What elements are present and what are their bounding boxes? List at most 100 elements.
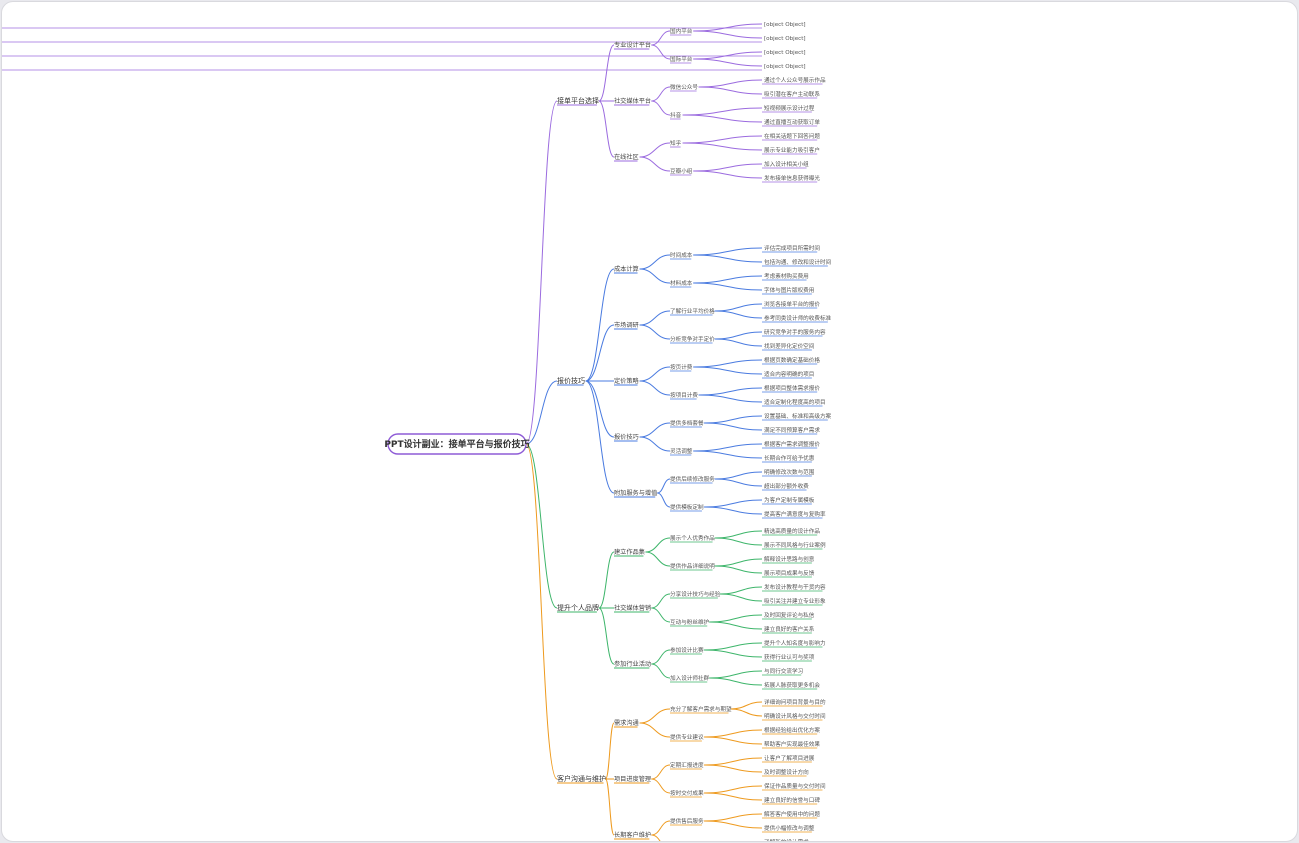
leaf-topic[interactable]: 提高客户满意度与复购率 [764, 510, 826, 518]
leaf-topic[interactable]: 根据客户需求调整报价 [764, 440, 820, 448]
leaf-topic[interactable]: 短视频展示设计过程 [764, 104, 815, 112]
leaf-topic[interactable]: 考虑素材购买费用 [764, 272, 809, 280]
subtopic-item[interactable]: 国际平台 [670, 55, 693, 63]
subtopic-item[interactable]: 时间成本 [670, 251, 693, 259]
leaf-topic[interactable]: 及时调整设计方向 [764, 768, 809, 776]
subtopic-item[interactable]: 按时交付成果 [670, 789, 704, 797]
leaf-topic[interactable]: 明确设计风格与交付时间 [764, 712, 826, 720]
leaf-topic[interactable]: 找到差异化定价空间 [764, 342, 815, 350]
subtopic-item[interactable]: 互动与粉丝维护 [670, 618, 710, 626]
subtopic[interactable]: 在线社区 [614, 153, 639, 161]
leaf-topic[interactable]: [object Object] [764, 50, 806, 56]
leaf-topic[interactable]: 展示专业能力吸引客户 [764, 146, 820, 154]
subtopic-item[interactable]: 提供作品详细说明 [670, 562, 715, 570]
leaf-topic[interactable]: 浏览各接单平台的报价 [764, 300, 820, 308]
subtopic[interactable]: 社交媒体平台 [614, 97, 651, 105]
subtopic-item[interactable]: 知乎 [670, 139, 682, 147]
leaf-topic[interactable]: 字体与图片版权费用 [764, 286, 814, 294]
subtopic-item[interactable]: 分析竞争对手定价 [670, 335, 715, 343]
leaf-topic[interactable]: 精选高质量的设计作品 [764, 527, 820, 535]
subtopic[interactable]: 项目进度管理 [614, 775, 651, 783]
leaf-topic[interactable]: 研究竞争对手的服务内容 [764, 328, 826, 336]
leaf-topic[interactable]: 提供小幅修改与调整 [764, 824, 815, 832]
leaf-topic[interactable]: 帮助客户实现最佳效果 [764, 740, 820, 748]
subtopic-item[interactable]: 充分了解客户需求与期望 [670, 705, 732, 713]
leaf-topic[interactable]: 设置基础、标准和高级方案 [764, 412, 832, 420]
leaf-topic[interactable]: 获得行业认可与奖项 [764, 653, 815, 661]
leaf-topic[interactable]: 根据经验给出优化方案 [764, 726, 820, 734]
leaf-topic[interactable]: 满足不同预算客户需求 [764, 426, 820, 434]
subtopic-item[interactable]: 豆瓣小组 [670, 167, 693, 175]
leaf-topic[interactable]: 适合定制化程度高的项目 [764, 398, 826, 406]
leaf-topic[interactable]: 发布接单信息获得曝光 [764, 174, 820, 182]
leaf-topic[interactable]: 展示不同风格与行业案例 [764, 541, 826, 549]
leaf-topic[interactable]: 评估完成项目所需时间 [764, 244, 820, 252]
subtopic[interactable]: 专业设计平台 [614, 41, 651, 49]
leaf-topic[interactable]: 解答客户使用中的问题 [764, 810, 820, 818]
leaf-topic[interactable]: 让客户了解项目进展 [764, 754, 815, 762]
subtopic-item[interactable]: 定期汇报进度 [670, 761, 704, 769]
subtopic-item[interactable]: 参加设计比赛 [670, 646, 704, 654]
subtopic[interactable]: 附加服务与增值 [614, 489, 657, 497]
subtopic[interactable]: 社交媒体营销 [614, 604, 651, 612]
leaf-topic[interactable]: 建立良好的客户关系 [764, 625, 815, 633]
leaf-topic[interactable]: [object Object] [764, 64, 806, 70]
subtopic-item[interactable]: 抖音 [670, 111, 682, 119]
subtopic-item[interactable]: 提供售后服务 [670, 817, 704, 825]
leaf-topic[interactable]: 保证作品质量与交付时间 [764, 782, 826, 790]
subtopic[interactable]: 报价技巧 [614, 433, 639, 441]
leaf-topic[interactable]: 与同行交流学习 [764, 667, 803, 675]
leaf-topic[interactable]: 明确修改次数与范围 [764, 468, 815, 476]
subtopic[interactable]: 定价策略 [614, 377, 640, 385]
subtopic-item[interactable]: 国内平台 [670, 27, 693, 35]
leaf-topic[interactable]: 及时回复评论与私信 [764, 611, 815, 619]
subtopic-item[interactable]: 灵活调整 [670, 447, 693, 455]
subtopic-item[interactable]: 材料成本 [670, 279, 693, 287]
subtopic-item[interactable]: 微信公众号 [670, 83, 698, 91]
subtopic-item[interactable]: 提供多档套餐 [670, 419, 704, 427]
leaf-topic[interactable]: 吸引关注并建立专业形象 [764, 597, 826, 605]
branch-topic-2[interactable]: 报价技巧 [557, 376, 585, 385]
leaf-topic[interactable]: [object Object] [764, 22, 806, 28]
branch-topic-4[interactable]: 客户沟通与维护 [557, 774, 606, 783]
branch-topic-3[interactable]: 提升个人品牌 [557, 603, 599, 612]
subtopic-item[interactable]: 分享设计技巧与经验 [670, 590, 721, 598]
subtopic[interactable]: 市场调研 [614, 321, 639, 329]
subtopic-item[interactable]: 按页计费 [670, 363, 693, 371]
leaf-topic[interactable]: 根据页数确定基础价格 [764, 356, 820, 364]
subtopic[interactable]: 成本计算 [614, 265, 639, 273]
leaf-topic[interactable]: 为客户定制专属模板 [764, 496, 815, 504]
leaf-topic[interactable]: 包括沟通、修改和设计时间 [764, 258, 832, 266]
leaf-topic[interactable]: 解释设计思路与创意 [764, 555, 815, 563]
leaf-topic[interactable]: 根据项目整体需求报价 [764, 384, 820, 392]
leaf-topic[interactable]: 拓展人脉获取更多机会 [764, 681, 820, 689]
branch-topic-1[interactable]: 接单平台选择 [557, 96, 599, 105]
subtopic[interactable]: 需求沟通 [614, 719, 639, 727]
leaf-topic[interactable]: 提升个人知名度与影响力 [764, 639, 826, 647]
leaf-topic[interactable]: 吸引潜在客户主动联系 [764, 90, 820, 98]
subtopic-item[interactable]: 提供后续修改服务 [670, 475, 715, 483]
leaf-topic[interactable]: 了解新的设计需求 [764, 838, 809, 841]
leaf-topic[interactable]: 长期合作可给予优惠 [764, 454, 815, 462]
subtopic[interactable]: 建立作品集 [614, 548, 645, 556]
leaf-topic[interactable]: 通过个人公众号展示作品 [764, 76, 826, 84]
leaf-topic[interactable]: 详细询问项目背景与目的 [764, 698, 826, 706]
subtopic-item[interactable]: 展示个人优秀作品 [670, 534, 715, 542]
subtopic[interactable]: 参加行业活动 [614, 660, 651, 668]
leaf-topic[interactable]: [object Object] [764, 36, 806, 42]
leaf-topic[interactable]: 超出部分额外收费 [764, 482, 809, 490]
leaf-topic[interactable]: 适合内容明确的项目 [764, 370, 814, 378]
leaf-topic[interactable]: 加入设计相关小组 [764, 160, 809, 168]
subtopic-item[interactable]: 提供专业建议 [670, 733, 704, 741]
subtopic-item[interactable]: 了解行业平均价格 [670, 307, 715, 315]
leaf-topic[interactable]: 建立良好的信誉与口碑 [764, 796, 820, 804]
leaf-topic[interactable]: 发布设计教程与干货内容 [764, 583, 826, 591]
subtopic-item[interactable]: 加入设计师社群 [670, 674, 710, 682]
leaf-topic[interactable]: 参考同类设计师的收费标准 [764, 314, 832, 322]
subtopic[interactable]: 长期客户维护 [614, 831, 651, 839]
leaf-topic[interactable]: 通过直播互动获取订单 [764, 118, 820, 126]
subtopic-item[interactable]: 按项目计费 [670, 391, 698, 399]
subtopic-item[interactable]: 提供模板定制 [670, 503, 704, 511]
leaf-topic[interactable]: 在相关话题下回答问题 [764, 132, 820, 140]
